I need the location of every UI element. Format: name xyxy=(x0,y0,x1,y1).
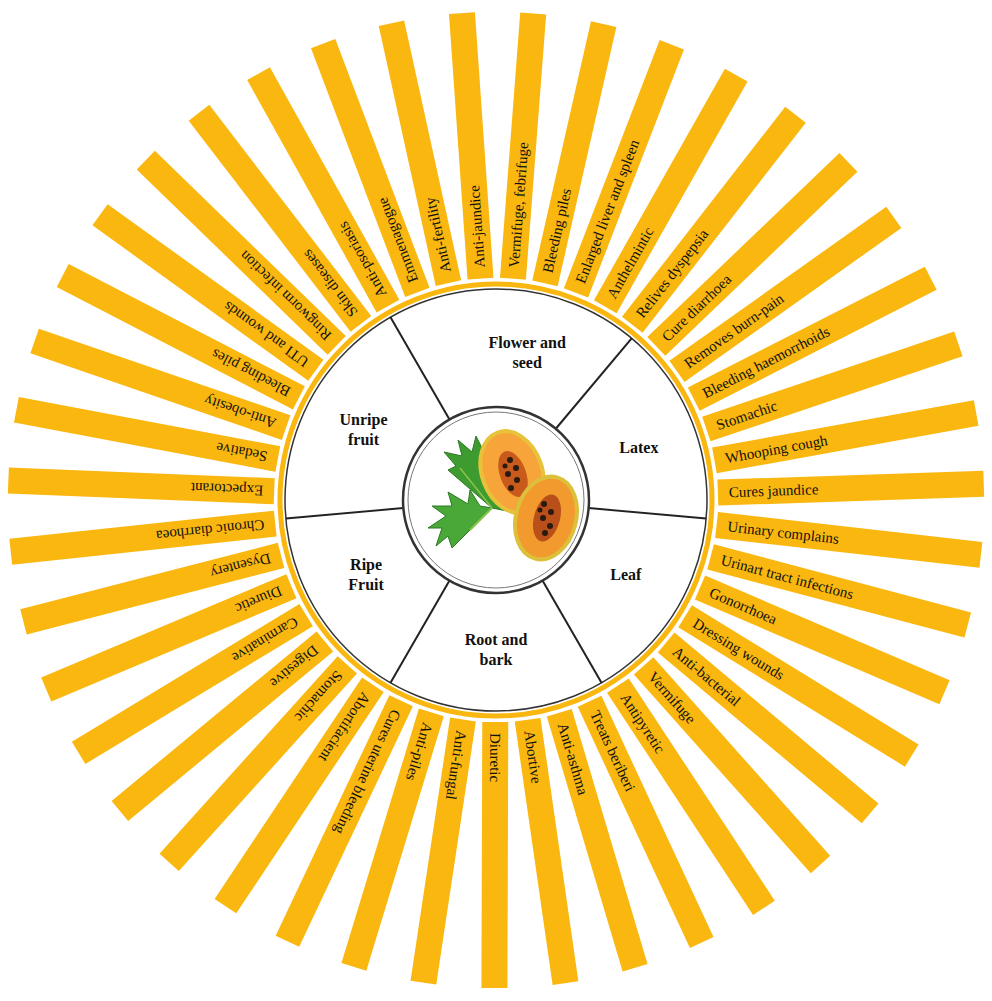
outer-ring xyxy=(280,284,712,716)
use-text: Anti-jaundice xyxy=(461,184,493,279)
sector-divider xyxy=(391,581,450,683)
center-circle xyxy=(403,407,589,593)
use-text: Expectorant xyxy=(190,475,274,504)
use-text: Anti-fungal xyxy=(438,718,476,802)
sector-label: Flower and seed xyxy=(481,333,573,373)
sector-divider xyxy=(556,338,632,428)
use-text: Chronic diarrhoea xyxy=(155,511,277,550)
sector-divider xyxy=(286,508,404,518)
sector-divider xyxy=(589,508,707,518)
sector-label: Latex xyxy=(619,438,658,458)
sector-text: Ripe Fruit xyxy=(338,555,394,595)
sector-text: Flower and seed xyxy=(481,333,573,373)
sector-text: Leaf xyxy=(610,565,641,585)
sector-label: Unripe fruit xyxy=(333,410,395,450)
use-text: Urinary complains xyxy=(715,512,840,552)
sector-text: Root and bark xyxy=(460,630,532,670)
sector-dividers xyxy=(286,317,706,682)
sector-label: Root and bark xyxy=(460,630,532,670)
use-ray: Diuretic xyxy=(481,722,508,988)
sector-text: Latex xyxy=(619,438,658,458)
use-ray: Expectorant xyxy=(8,468,275,505)
sector-divider xyxy=(391,317,450,419)
use-ray: Anti-jaundice xyxy=(449,12,493,279)
use-text: Sedative xyxy=(214,435,280,472)
use-text: Cures jaundice xyxy=(717,476,818,505)
center-inner-circle xyxy=(408,412,584,588)
sector-label: Ripe Fruit xyxy=(338,555,394,595)
use-ray: Cures jaundice xyxy=(717,471,984,506)
use-ray: Vermifuge, febrifuge xyxy=(500,12,546,279)
papaya-illustration xyxy=(428,422,586,566)
sector-label: Leaf xyxy=(610,565,641,585)
sector-text: Unripe fruit xyxy=(333,410,395,450)
use-text: Abortive xyxy=(515,718,550,785)
use-text: Diuretic xyxy=(482,722,508,782)
use-text: Vermifuge, febrifuge xyxy=(500,141,536,279)
sector-ring xyxy=(285,289,707,711)
sector-divider xyxy=(543,581,602,683)
